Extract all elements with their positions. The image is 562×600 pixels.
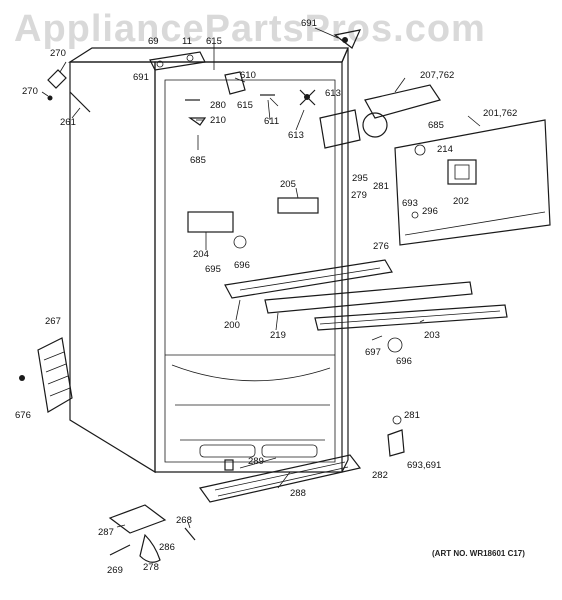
callout-203: 203 (424, 330, 440, 341)
callout-201-762: 201,762 (483, 108, 518, 119)
callout-295: 295 (352, 173, 368, 184)
callout-696-upper: 696 (234, 260, 250, 271)
callout-693: 693 (402, 198, 418, 209)
callout-289: 289 (248, 456, 264, 467)
callout-69: 69 (148, 36, 159, 47)
callout-695: 695 (205, 264, 221, 275)
callout-280: 280 (210, 100, 226, 111)
top-hinge-parts (47, 29, 362, 113)
callout-693-691: 693,691 (407, 460, 442, 471)
callout-279: 279 (351, 190, 367, 201)
callout-286: 286 (159, 542, 175, 553)
callout-696-lower: 696 (396, 356, 412, 367)
callout-685-left: 685 (190, 155, 206, 166)
callout-287: 287 (98, 527, 114, 538)
art-number: (ART NO. WR18601 C17) (432, 549, 525, 558)
callout-281-upper: 281 (373, 181, 389, 192)
fan-assembly (299, 84, 441, 149)
callout-613-lower: 613 (288, 130, 304, 141)
callout-267: 267 (45, 316, 61, 327)
callout-276: 276 (373, 241, 389, 252)
callout-610: 610 (240, 70, 256, 81)
callout-281-lower: 281 (404, 410, 420, 421)
shelf-rails (224, 259, 508, 331)
callout-219: 219 (270, 330, 286, 341)
callout-685-right: 685 (428, 120, 444, 131)
callout-691-left: 691 (133, 72, 149, 83)
callout-270-lower: 270 (22, 86, 38, 97)
left-panel (19, 337, 73, 413)
control-panel (394, 119, 551, 246)
callout-200: 200 (224, 320, 240, 331)
callout-210: 210 (210, 115, 226, 126)
callout-278: 278 (143, 562, 159, 573)
callout-270-upper: 270 (50, 48, 66, 59)
callout-204: 204 (193, 249, 209, 260)
callout-697: 697 (365, 347, 381, 358)
callout-691-top: 691 (301, 18, 317, 29)
callout-296: 296 (422, 206, 438, 217)
callout-261: 261 (60, 117, 76, 128)
callout-214: 214 (437, 144, 453, 155)
callout-288: 288 (290, 488, 306, 499)
cabinet (67, 47, 349, 474)
callout-268: 268 (176, 515, 192, 526)
callout-269: 269 (107, 565, 123, 576)
callout-676: 676 (15, 410, 31, 421)
callout-615-mid: 615 (237, 100, 253, 111)
callout-611: 611 (264, 116, 280, 127)
damper-parts (185, 71, 319, 249)
callout-613-upper: 613 (325, 88, 341, 99)
watermark: AppliancePartsPros.com (14, 8, 486, 50)
callout-615-top: 615 (206, 36, 222, 47)
callout-11: 11 (182, 36, 192, 47)
bottom-parts (108, 335, 405, 563)
callout-202: 202 (453, 196, 469, 207)
callout-282: 282 (372, 470, 388, 481)
leader-lines (41, 27, 481, 529)
callout-207-762: 207,762 (420, 70, 455, 81)
callout-205: 205 (280, 179, 296, 190)
